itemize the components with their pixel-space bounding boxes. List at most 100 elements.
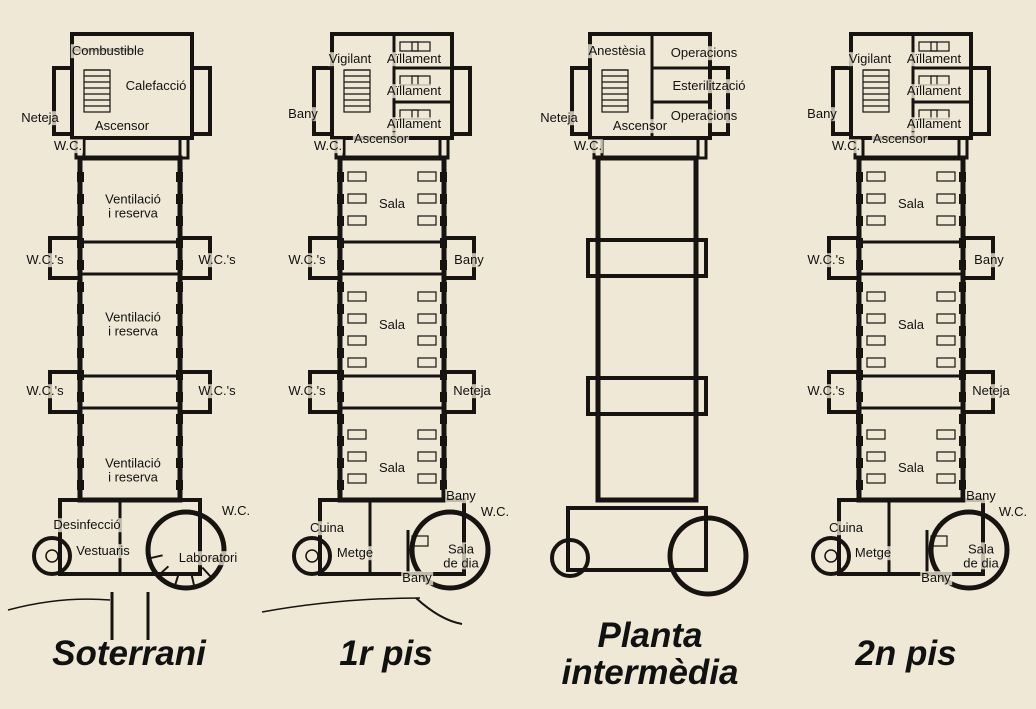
window-mark [337,458,344,468]
wing-right [450,66,472,136]
bath [930,535,948,547]
label-wcs: W.C.'s [25,252,65,268]
window-mark [856,326,863,336]
radial-wall [173,572,180,587]
label-bany: Bany [806,106,838,122]
window-mark [176,216,183,226]
window-mark [959,194,966,204]
label-wc: W.C. [830,138,862,154]
label-bany: Bany [287,106,319,122]
label-sala-de-dia: Sala de dia [442,541,480,570]
round-room [409,509,491,591]
radial-wall [157,565,170,577]
label-wcs: W.C.'s [287,252,327,268]
window-mark [176,326,183,336]
label-cuina: Cuina [828,520,864,536]
connector-pier [957,136,969,160]
label-ascensor: Ascensor [871,131,929,147]
label-bany: Bany [445,488,477,504]
corridor-outline [595,155,699,503]
window-mark [856,348,863,358]
bed [417,171,437,182]
title-planta-intermedia: Planta intermèdia [561,616,739,692]
window-mark [856,304,863,314]
window-mark [77,326,84,336]
window-mark [440,194,447,204]
label-neteja: Neteja [20,110,60,126]
bed [936,171,956,182]
label-sala: Sala [896,460,926,476]
label-metge: Metge [335,545,375,561]
window-mark [959,326,966,336]
bath [411,535,429,547]
stair [862,69,890,113]
plan-1r-pis [261,32,491,625]
window-mark [440,414,447,424]
window-mark [77,216,84,226]
window-mark [959,414,966,424]
label-wcs: W.C.'s [25,383,65,399]
bed [411,41,431,52]
label-ascensor: Ascensor [352,131,410,147]
bed [866,335,886,346]
label-sala: Sala [377,460,407,476]
label-ventilacio: Ventilació i reserva [104,455,162,484]
title-1r-pis: 1r pis [339,634,433,673]
label-ascensor: Ascensor [611,118,669,134]
ground-line [261,597,421,613]
bed [417,313,437,324]
stair-tower-core [45,549,59,563]
label-bany: Bany [453,252,485,268]
window-mark [959,172,966,182]
window-mark [856,436,863,446]
window-mark [337,480,344,490]
bed [347,171,367,182]
bed [936,313,956,324]
label-wc: W.C. [997,504,1029,520]
bed [866,451,886,462]
connector-pier [696,136,708,160]
window-mark [176,282,183,292]
label-bany: Bany [965,488,997,504]
label-desinfeccio: Desinfecció [52,517,122,533]
window-mark [77,458,84,468]
window-mark [337,436,344,446]
label-aillament: Aïllament [385,116,443,132]
label-vigilant: Vigilant [847,51,893,67]
label-neteja: Neteja [539,110,579,126]
window-mark [856,282,863,292]
window-mark [440,458,447,468]
label-neteja: Neteja [452,383,492,399]
bed [417,451,437,462]
bed [866,473,886,484]
bed [347,473,367,484]
window-mark [77,172,84,182]
round-room [145,509,227,591]
window-mark [176,172,183,182]
window-mark [337,172,344,182]
bed [866,357,886,368]
bed [417,291,437,302]
window-mark [856,458,863,468]
window-mark [176,480,183,490]
window-mark [337,304,344,314]
bed [417,429,437,440]
window-mark [337,282,344,292]
bed [347,215,367,226]
bed [347,291,367,302]
label-operacions: Operacions [669,45,739,61]
connector-pier [178,136,190,160]
window-mark [440,216,447,226]
stair-tower [550,538,590,578]
label-sala-de-dia: Sala de dia [962,541,1000,570]
window-mark [856,414,863,424]
radial-wall [148,554,163,560]
radial-wall [201,566,213,579]
stair-tower-core [824,549,838,563]
window-mark [337,194,344,204]
label-wc: W.C. [312,138,344,154]
window-mark [77,436,84,446]
bed [936,357,956,368]
window-mark [77,414,84,424]
